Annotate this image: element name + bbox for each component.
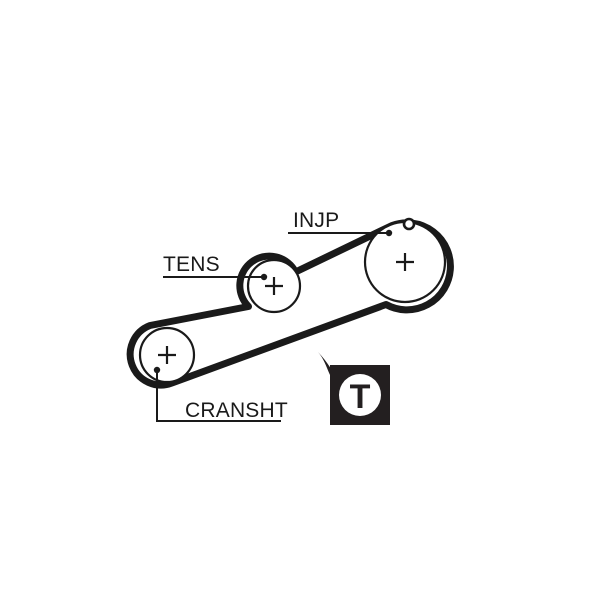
leader-tens-dot <box>260 273 268 281</box>
injp-timing-hole-icon <box>402 217 416 231</box>
label-group: TENS INJP CRANSHT <box>163 209 339 422</box>
leader-injp <box>288 229 393 237</box>
leader-group <box>153 229 393 422</box>
belt-path-outer <box>126 219 454 389</box>
leader-cransht-line <box>156 370 281 422</box>
leader-cransht <box>153 366 281 422</box>
tension-logo-badge: T <box>318 352 390 425</box>
pulley-cransht <box>138 326 196 384</box>
leader-tens <box>163 273 268 281</box>
label-injp: INJP <box>293 209 339 232</box>
pulley-injp <box>363 217 447 304</box>
logo-disc <box>339 374 381 416</box>
logo-letter: T <box>350 378 371 416</box>
leader-cransht-dot <box>153 366 161 374</box>
timing-belt <box>126 219 454 389</box>
pulley-tens <box>246 258 302 314</box>
label-tens: TENS <box>163 253 220 276</box>
pulley-group <box>138 217 447 384</box>
label-cransht: CRANSHT <box>185 399 288 422</box>
leader-injp-dot <box>385 229 393 237</box>
